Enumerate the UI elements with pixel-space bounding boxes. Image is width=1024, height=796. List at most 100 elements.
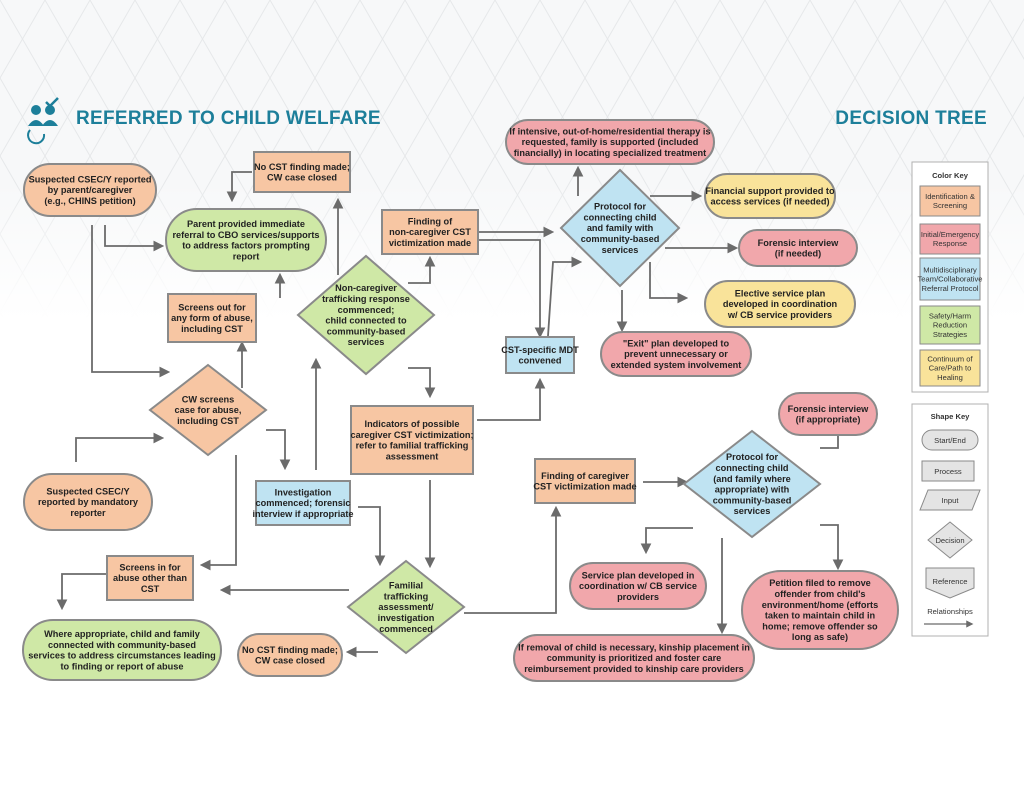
node-shape — [741, 570, 899, 650]
node-shape — [253, 151, 351, 193]
node-label: No CST finding made;CW case closed — [254, 162, 350, 183]
node-forensic-needed: Forensic interview(if needed) — [738, 229, 858, 267]
shape-key-label: Start/End — [934, 436, 966, 445]
node-shape — [296, 254, 436, 376]
header: REFERRED TO CHILD WELFARE DECISION TREE — [27, 97, 987, 145]
shape-key-title: Shape Key — [931, 412, 971, 421]
node-intensive: If intensive, out-of-home/residential th… — [505, 119, 715, 165]
node-shape — [381, 209, 479, 255]
color-key-swatch — [919, 223, 981, 255]
color-key-swatch — [919, 349, 981, 387]
shape-key-label: Relationships — [927, 607, 973, 616]
shape-key: Shape Key Start/End Process Input Decisi… — [911, 403, 989, 637]
shape-key-reference: Reference — [925, 567, 975, 599]
node-shape — [704, 173, 836, 219]
color-key-swatch — [919, 257, 981, 301]
node-shape — [167, 293, 257, 343]
node-shape — [22, 619, 222, 681]
node-shape — [505, 119, 715, 165]
node-shape — [704, 280, 856, 328]
color-key-swatch — [919, 185, 981, 217]
node-label: No CST finding made;CW case closed — [242, 645, 338, 666]
node-shape — [106, 555, 194, 601]
node-no-cst-top: No CST finding made;CW case closed — [253, 151, 351, 193]
color-key-items: Identification &ScreeningInitial/Emergen… — [918, 185, 983, 387]
shape-key-process: Process — [921, 460, 975, 482]
shape-key-input: Input — [919, 489, 981, 511]
node-shape — [682, 429, 822, 539]
node-label: Forensic interview(if appropriate) — [788, 404, 870, 425]
node-shape — [513, 634, 755, 682]
shape-key-label: Reference — [932, 577, 967, 586]
node-shape — [148, 363, 268, 457]
node-shape — [738, 229, 858, 267]
node-shape — [165, 208, 327, 272]
color-key-label: Identification &Screening — [925, 192, 975, 210]
shape-key-start-end: Start/End — [921, 429, 979, 451]
node-shape — [778, 392, 878, 436]
node-shape — [23, 473, 153, 531]
node-shape — [534, 458, 636, 504]
header-right-title: DECISION TREE — [835, 108, 987, 129]
node-label: Forensic interview(if needed) — [758, 238, 840, 259]
edges — [56, 165, 844, 658]
shape-key-decision: Decision — [927, 521, 973, 559]
node-shape — [559, 168, 681, 288]
node-label: If removal of child is necessary, kinshi… — [518, 642, 750, 674]
shape-key-relationships: Relationships — [924, 607, 974, 628]
node-kinship: If removal of child is necessary, kinshi… — [513, 634, 755, 682]
shape-key-label: Process — [934, 467, 962, 476]
shape-key-label: Input — [942, 496, 960, 505]
node-forensic-appropriate: Forensic interview(if appropriate) — [778, 392, 878, 436]
node-shape — [505, 336, 575, 374]
shape-key-label: Decision — [935, 536, 964, 545]
color-key-item: Identification &Screening — [919, 185, 981, 217]
